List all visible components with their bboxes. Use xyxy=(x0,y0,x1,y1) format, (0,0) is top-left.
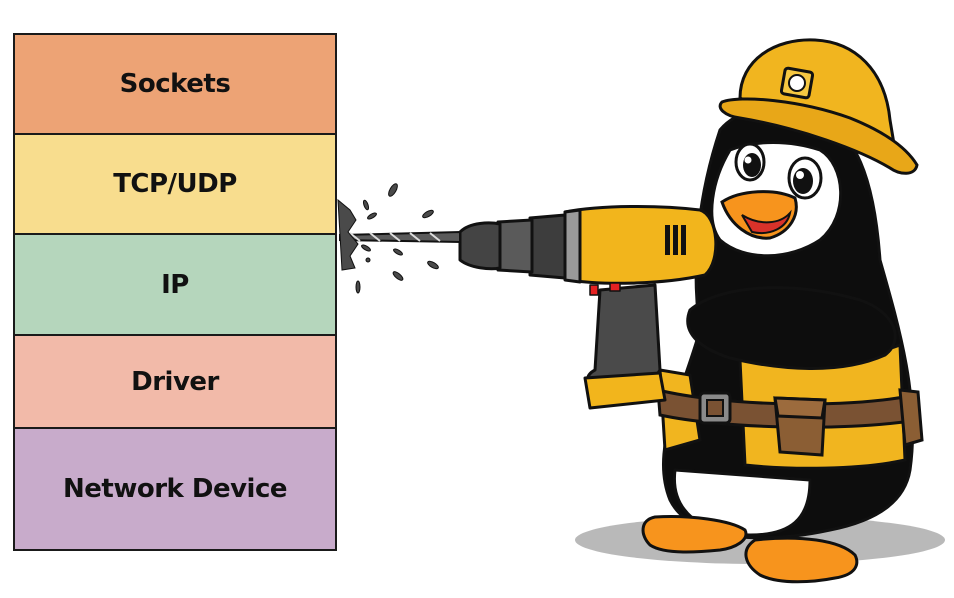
layer-driver: Driver xyxy=(15,336,335,429)
layer-network-device: Network Device xyxy=(15,429,335,549)
hard-hat-icon xyxy=(718,38,919,175)
layer-label: Sockets xyxy=(119,69,231,99)
tool-belt xyxy=(656,388,924,457)
network-stack-diagram: Sockets TCP/UDP IP Driver Network Device xyxy=(13,33,337,551)
layer-tcp-udp: TCP/UDP xyxy=(15,135,335,235)
penguin-beak xyxy=(720,190,798,240)
drill-bit xyxy=(339,230,461,244)
layer-label: Network Device xyxy=(63,474,288,504)
penguin-left-foot xyxy=(641,515,748,554)
layer-label: Driver xyxy=(131,366,219,397)
power-drill-icon xyxy=(458,204,718,410)
penguin-eyes xyxy=(734,142,823,200)
penguin-right-foot xyxy=(744,536,859,584)
penguin-arm xyxy=(686,286,897,370)
layer-label: TCP/UDP xyxy=(113,169,237,199)
debris-splash xyxy=(337,183,439,294)
layer-label: IP xyxy=(161,269,189,300)
layer-ip: IP xyxy=(15,235,335,336)
layer-sockets: Sockets xyxy=(15,35,335,135)
